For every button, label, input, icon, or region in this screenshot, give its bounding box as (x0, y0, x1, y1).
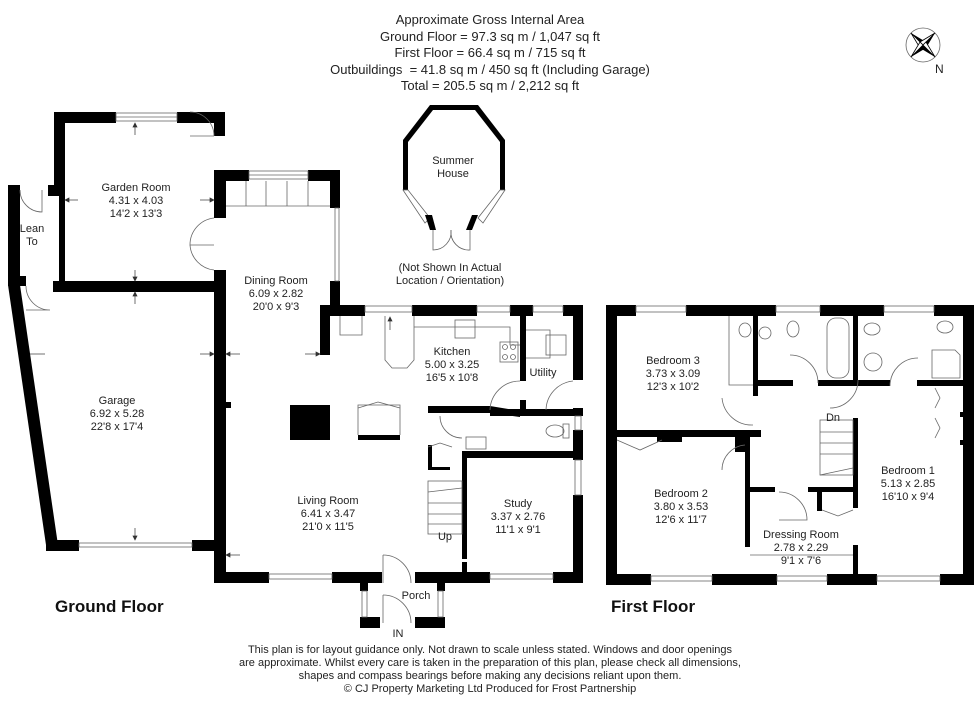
room-dimensions-metric: 3.73 x 3.09 (645, 368, 701, 380)
ground-floor-area: Ground Floor = 97.3 sq m / 1,047 sq ft (379, 28, 601, 44)
first-floor-walls (606, 305, 974, 585)
room-bedroom-3: Bedroom 3 3.73 x 3.09 12'3 x 10'2 (646, 355, 700, 394)
room-living-room: Living Room 6.41 x 3.47 21'0 x 11'5 (297, 495, 358, 534)
note-line: Location / Orientation) (395, 275, 505, 287)
room-dimensions-imperial: 12'6 x 11'7 (655, 514, 707, 526)
first-floor-area: First Floor = 66.4 sq m / 715 sq ft (394, 45, 586, 60)
room-dimensions-metric: 6.09 x 2.82 (248, 288, 304, 300)
room-name: Living Room (297, 495, 359, 507)
room-dimensions-metric: 5.00 x 3.25 (424, 359, 480, 371)
disclaimer-line: shapes and compass bearings before makin… (298, 670, 682, 682)
room-name: Garden Room (101, 182, 171, 194)
room-name: Bedroom 1 (881, 465, 935, 477)
room-dimensions-metric: 6.92 x 5.28 (89, 408, 145, 420)
room-porch: Porch (401, 590, 431, 602)
room-name: Garage (98, 395, 136, 407)
stairs-up-label: Up (437, 531, 453, 543)
first-floor-title: First Floor (611, 597, 696, 616)
room-name: Bedroom 2 (654, 488, 708, 500)
room-name: Bedroom 3 (646, 355, 700, 367)
disclaimer: This plan is for layout guidance only. N… (0, 644, 980, 696)
room-dimensions-metric: 6.41 x 3.47 (300, 508, 356, 520)
room-dimensions-imperial: 21'0 x 11'5 (302, 521, 354, 533)
room-name: Utility (529, 367, 557, 379)
room-dimensions-imperial: 9'1 x 7'6 (780, 555, 822, 567)
copyright-line: © CJ Property Marketing Ltd Produced for… (343, 683, 637, 695)
room-dimensions-imperial: 16'10 x 9'4 (881, 491, 935, 503)
room-dimensions-imperial: 12'3 x 10'2 (646, 381, 700, 393)
disclaimer-line: are approximate. Whilst every care is ta… (239, 657, 741, 669)
stairs-down-label: Dn (825, 412, 841, 424)
summer-house-note: (Not Shown In Actual Location / Orientat… (396, 262, 504, 288)
ground-floor-walls (8, 112, 583, 628)
room-garage: Garage 6.92 x 5.28 22'8 x 17'4 (90, 395, 144, 434)
ground-floor-title: Ground Floor (55, 597, 164, 616)
room-bedroom-1: Bedroom 1 5.13 x 2.85 16'10 x 9'4 (881, 465, 935, 504)
room-garden-room: Garden Room 4.31 x 4.03 14'2 x 13'3 (101, 182, 170, 221)
room-kitchen: Kitchen 5.00 x 3.25 16'5 x 10'8 (425, 346, 479, 385)
room-name: Study (503, 498, 533, 510)
room-name: House (437, 168, 469, 180)
compass-rose-icon (905, 27, 941, 63)
room-dimensions-imperial: 20'0 x 9'3 (252, 301, 300, 313)
area-title: Approximate Gross Internal Area (395, 12, 585, 27)
room-dimensions-metric: 2.78 x 2.29 (773, 542, 829, 554)
room-name: To (26, 236, 38, 248)
ground-floor-fittings (19, 111, 582, 624)
summer-house-walls (402, 105, 506, 230)
room-name: Dining Room (244, 275, 308, 287)
total-area: Total = 205.5 sq m / 2,212 sq ft (400, 78, 580, 93)
room-name: Lean (19, 223, 45, 235)
north-label: N (935, 62, 944, 76)
summer-house-label: Summer House (432, 155, 474, 181)
room-dimensions-metric: 5.13 x 2.85 (880, 478, 936, 490)
room-name: Dressing Room (763, 529, 839, 541)
room-bedroom-2: Bedroom 2 3.80 x 3.53 12'6 x 11'7 (654, 488, 708, 527)
room-dining-room: Dining Room 6.09 x 2.82 20'0 x 9'3 (244, 275, 308, 314)
room-utility: Utility (530, 367, 557, 380)
room-dimensions-imperial: 22'8 x 17'4 (90, 421, 144, 433)
room-dressing-room: Dressing Room 2.78 x 2.29 9'1 x 7'6 (763, 529, 839, 568)
room-dimensions-imperial: 11'1 x 9'1 (495, 524, 541, 536)
room-dimensions-imperial: 16'5 x 10'8 (425, 372, 479, 384)
first-floor-fittings (616, 305, 961, 582)
room-dimensions-metric: 3.80 x 3.53 (653, 501, 709, 513)
room-name: Summer (432, 155, 474, 167)
area-summary: Approximate Gross Internal Area Ground F… (0, 12, 980, 95)
entrance-label: IN (392, 628, 404, 640)
disclaimer-line: This plan is for layout guidance only. N… (247, 644, 733, 656)
room-dimensions-metric: 4.31 x 4.03 (108, 195, 164, 207)
room-name: Kitchen (433, 346, 471, 358)
room-study: Study 3.37 x 2.76 11'1 x 9'1 (491, 498, 545, 537)
room-lean-to: Lean To (20, 223, 44, 249)
outbuildings-area: Outbuildings = 41.8 sq m / 450 sq ft (In… (330, 61, 650, 77)
room-dimensions-metric: 3.37 x 2.76 (490, 511, 546, 523)
note-line: (Not Shown In Actual (398, 262, 502, 274)
dimension-markers (30, 122, 393, 558)
room-dimensions-imperial: 14'2 x 13'3 (109, 208, 163, 220)
